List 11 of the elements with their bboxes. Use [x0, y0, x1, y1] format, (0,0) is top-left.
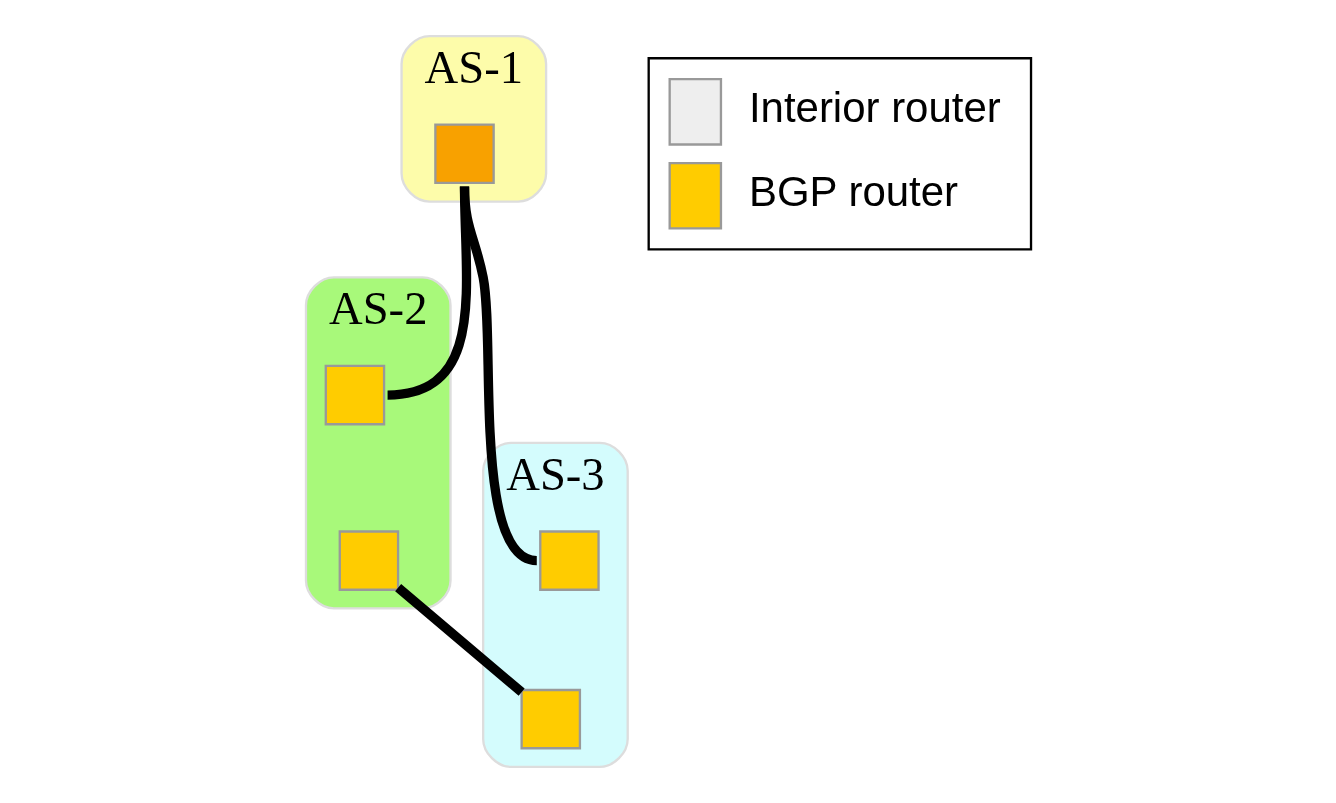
- legend-label: BGP router: [748, 168, 958, 216]
- node-box: [519, 688, 581, 750]
- cluster: AS-3: [481, 441, 629, 769]
- node-box: [433, 123, 495, 185]
- legend-label: Interior router: [748, 84, 1001, 132]
- node-box: [338, 530, 399, 591]
- cluster: AS-2: [304, 276, 452, 610]
- cluster: AS-1: [399, 34, 547, 203]
- connector: [394, 584, 525, 696]
- node-box: [324, 364, 385, 426]
- node-box: [538, 530, 600, 591]
